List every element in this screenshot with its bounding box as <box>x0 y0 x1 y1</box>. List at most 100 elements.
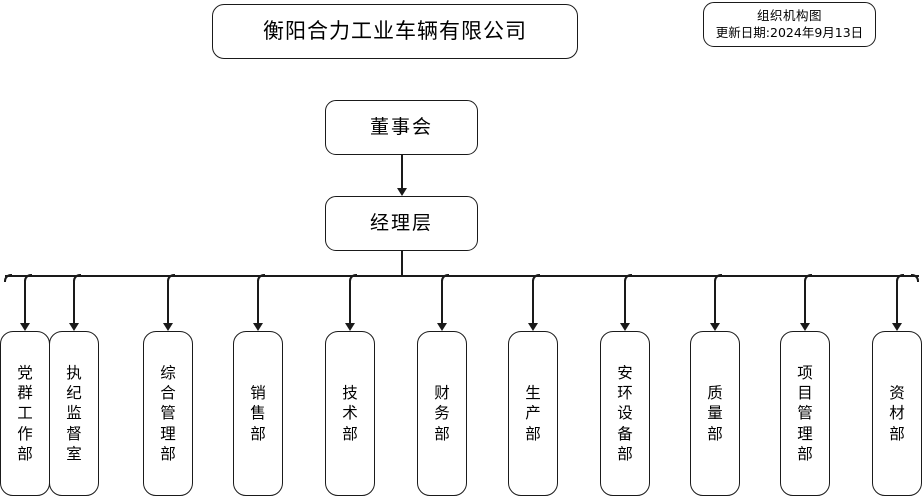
drop-arrow-finance <box>437 323 447 331</box>
department-label-char: 部 <box>434 424 450 443</box>
department-label-char: 部 <box>707 424 723 443</box>
drop-arrow-production <box>528 323 538 331</box>
connector-board-to-management <box>401 155 403 188</box>
drop-arrow-project-mgmt <box>800 323 810 331</box>
drop-elbow-safety-equipment <box>624 274 632 282</box>
department-label-production: 生产部 <box>525 383 541 443</box>
drop-arrow-safety-equipment <box>620 323 630 331</box>
department-label-char: 部 <box>17 444 33 463</box>
department-label-finance: 财务部 <box>434 383 450 443</box>
department-label-char: 技 <box>342 384 358 403</box>
node-board-label: 董事会 <box>369 115 433 138</box>
node-department-general-admin: 综合管理部 <box>143 331 193 496</box>
department-label-char: 合 <box>160 384 176 403</box>
department-label-char: 部 <box>250 424 266 443</box>
department-label-char: 生 <box>525 384 541 403</box>
connector-department-bus <box>5 275 919 277</box>
department-label-char: 备 <box>617 424 633 443</box>
chart-meta-updated: 更新日期:2024年9月13日 <box>715 25 864 40</box>
department-label-char: 管 <box>160 404 176 423</box>
department-label-char: 量 <box>707 404 723 423</box>
department-label-char: 产 <box>525 404 541 423</box>
department-label-char: 资 <box>889 384 905 403</box>
department-label-char: 群 <box>17 384 33 403</box>
node-management: 经理层 <box>325 196 478 251</box>
department-label-char: 术 <box>342 404 358 423</box>
node-board: 董事会 <box>325 100 478 155</box>
department-label-char: 材 <box>889 404 905 423</box>
drop-line-technology <box>349 280 351 323</box>
bus-elbow-right <box>911 274 919 282</box>
department-label-char: 理 <box>797 424 813 443</box>
drop-arrow-technology <box>345 323 355 331</box>
department-label-char: 室 <box>66 444 82 463</box>
drop-elbow-project-mgmt <box>804 274 812 282</box>
drop-line-materials <box>896 280 898 323</box>
department-label-char: 销 <box>250 384 266 403</box>
department-label-char: 综 <box>160 364 176 383</box>
department-label-char: 监 <box>66 404 82 423</box>
drop-line-project-mgmt <box>804 280 806 323</box>
drop-line-quality <box>714 280 716 323</box>
node-department-finance: 财务部 <box>417 331 467 496</box>
department-label-char: 安 <box>617 364 633 383</box>
department-label-char: 工 <box>17 404 33 423</box>
drop-line-production <box>532 280 534 323</box>
drop-line-finance <box>441 280 443 323</box>
department-label-char: 部 <box>797 444 813 463</box>
department-label-char: 督 <box>66 424 82 443</box>
department-label-char: 党 <box>17 364 33 383</box>
department-label-char: 作 <box>17 424 33 443</box>
department-label-char: 财 <box>434 384 450 403</box>
connector-management-stem <box>401 251 403 277</box>
node-department-quality: 质量部 <box>690 331 740 496</box>
department-label-char: 部 <box>617 444 633 463</box>
drop-elbow-finance <box>441 274 449 282</box>
department-label-technology: 技术部 <box>342 383 358 443</box>
department-label-project-mgmt: 项目管理部 <box>797 363 813 464</box>
bus-elbow-left <box>4 274 12 282</box>
drop-line-safety-equipment <box>624 280 626 323</box>
drop-arrow-discipline <box>69 323 79 331</box>
department-label-party-work: 党群工作部 <box>17 363 33 464</box>
department-label-char: 管 <box>797 404 813 423</box>
department-label-quality: 质量部 <box>707 383 723 443</box>
department-label-char: 项 <box>797 364 813 383</box>
drop-elbow-quality <box>714 274 722 282</box>
department-label-char: 执 <box>66 364 82 383</box>
department-label-discipline: 执纪监督室 <box>66 363 82 464</box>
department-label-sales: 销售部 <box>250 383 266 443</box>
drop-elbow-sales <box>257 274 265 282</box>
drop-line-party-work <box>24 280 26 323</box>
node-department-party-work: 党群工作部 <box>0 331 50 496</box>
department-label-char: 部 <box>889 424 905 443</box>
department-label-char: 设 <box>617 404 633 423</box>
department-label-char: 质 <box>707 384 723 403</box>
drop-elbow-technology <box>349 274 357 282</box>
drop-line-discipline <box>73 280 75 323</box>
drop-elbow-discipline <box>73 274 81 282</box>
node-department-production: 生产部 <box>508 331 558 496</box>
drop-elbow-general-admin <box>167 274 175 282</box>
node-department-sales: 销售部 <box>233 331 283 496</box>
node-department-safety-equipment: 安环设备部 <box>600 331 650 496</box>
drop-arrow-sales <box>253 323 263 331</box>
department-label-char: 目 <box>797 384 813 403</box>
department-label-materials: 资材部 <box>889 383 905 443</box>
drop-arrow-party-work <box>20 323 30 331</box>
department-label-safety-equipment: 安环设备部 <box>617 363 633 464</box>
department-label-char: 环 <box>617 384 633 403</box>
drop-elbow-party-work <box>24 274 32 282</box>
arrow-board-to-management <box>397 188 407 196</box>
department-label-char: 部 <box>160 444 176 463</box>
node-department-discipline: 执纪监督室 <box>49 331 99 496</box>
drop-elbow-production <box>532 274 540 282</box>
node-department-technology: 技术部 <box>325 331 375 496</box>
department-label-char: 售 <box>250 404 266 423</box>
drop-arrow-general-admin <box>163 323 173 331</box>
drop-arrow-materials <box>892 323 902 331</box>
chart-meta-title: 组织机构图 <box>756 7 822 23</box>
node-department-project-mgmt: 项目管理部 <box>780 331 830 496</box>
drop-line-general-admin <box>167 280 169 323</box>
